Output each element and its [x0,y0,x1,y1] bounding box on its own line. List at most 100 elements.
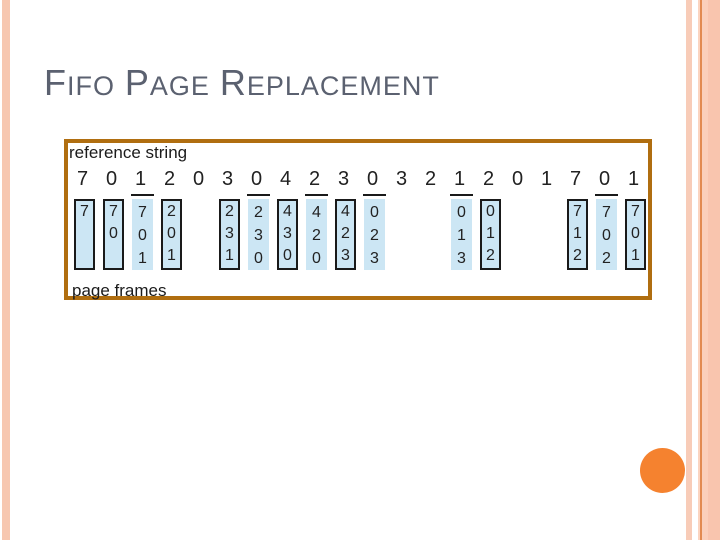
reference-number: 2 [308,168,321,190]
frame-slot: 2 3 0 [242,194,271,270]
frame-cell: 0 [254,250,263,267]
frame-slot [416,199,445,270]
frame-slot: 4 2 3 [329,199,358,270]
frame-cell: 0 [486,203,495,220]
reference-string-label: reference string [69,143,188,162]
frame-cell: 2 [312,227,321,244]
frame-cell: 2 [167,203,176,220]
reference-number: 0 [511,168,524,190]
reference-number: 0 [250,168,263,190]
reference-number: 2 [482,168,495,190]
frame-column: 2 3 1 [219,199,240,270]
reference-number: 0 [192,168,205,190]
frame-cell: 2 [602,250,611,267]
frame-cell: 7 [80,203,89,220]
reference-number: 1 [134,168,147,190]
frame-cell: 1 [167,247,176,264]
frame-cell [76,245,93,267]
title-initial: F [44,62,67,103]
frame-cell: 3 [225,225,234,242]
right-edge-stripe-2 [698,0,700,540]
reference-number: 0 [366,168,379,190]
frame-cell: 1 [457,227,466,244]
frame-column: 0 1 3 [450,194,473,270]
reference-number: 0 [105,168,118,190]
frame-slot [532,199,561,270]
frame-cell: 3 [457,250,466,267]
frame-cell: 3 [254,227,263,244]
reference-number: 1 [540,168,553,190]
slide-title: FIFO PAGE REPLACEMENT [44,64,440,105]
frame-overline [247,194,270,196]
frame-cell: 2 [254,204,263,221]
frame-cell: 2 [573,247,582,264]
frame-cell: 2 [370,227,379,244]
frame-slot [184,199,213,270]
frame-column: 4 2 3 [335,199,356,270]
reference-number: 0 [598,168,611,190]
reference-number: 1 [453,168,466,190]
decorative-circle [640,448,685,493]
frame-cell: 3 [341,247,350,264]
frame-cell: 2 [486,247,495,264]
frame-cell [105,245,122,267]
frame-cell: 7 [109,203,118,220]
frame-slot: 2 0 1 [155,199,184,270]
frame-overline [595,194,618,196]
reference-number: 3 [221,168,234,190]
frame-slot: 2 3 1 [213,199,242,270]
left-edge-stripe [2,0,10,540]
frame-cell: 1 [631,247,640,264]
frame-cell: 1 [225,247,234,264]
reference-number: 7 [569,168,582,190]
frame-cell: 0 [283,247,292,264]
frame-slot: 0 1 2 [474,199,503,270]
right-edge-stripe-4 [702,0,708,540]
frame-slot [503,199,532,270]
reference-number: 1 [627,168,640,190]
frame-overline [363,194,386,196]
frame-column: 0 1 2 [480,199,501,270]
frame-slot: 7 [68,199,97,270]
frame-cell: 0 [109,225,118,242]
frame-cell: 0 [167,225,176,242]
title-initial: P [124,62,150,103]
frame-cell: 1 [486,225,495,242]
frame-cell: 7 [631,203,640,220]
frame-cell: 7 [138,204,147,221]
frame-overline [450,194,473,196]
frame-cell: 0 [457,204,466,221]
right-edge-stripe-1 [686,0,692,540]
frame-cell: 2 [341,225,350,242]
reference-number: 4 [279,168,292,190]
title-rest: AGE [149,71,210,101]
frame-cell: 4 [341,203,350,220]
right-edge-stripe-5 [708,0,720,540]
frame-overline [305,194,328,196]
frame-cell: 2 [225,203,234,220]
frame-cell: 0 [602,227,611,244]
frame-slot [387,199,416,270]
frame-cell: 4 [312,204,321,221]
frame-cell: 4 [283,203,292,220]
frame-cell: 0 [138,227,147,244]
frame-column: 2 0 1 [161,199,182,270]
frame-overline [131,194,154,196]
reference-number: 2 [163,168,176,190]
frame-cell: 7 [573,203,582,220]
frame-column: 7 [74,199,95,270]
